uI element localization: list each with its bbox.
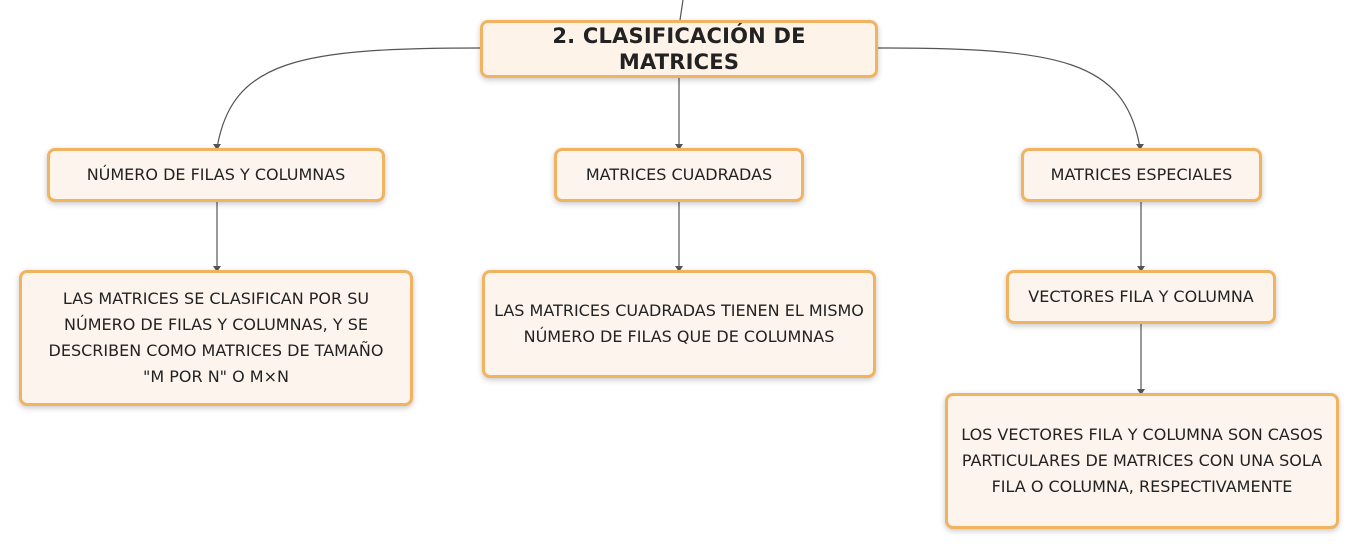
branch-node-numero-filas-columnas[interactable]: NÚMERO DE FILAS Y COLUMNAS	[47, 148, 385, 202]
arrowhead-branch-1	[213, 144, 221, 150]
arrowhead-branch-2	[675, 144, 683, 150]
branch-node-label: NÚMERO DE FILAS Y COLUMNAS	[86, 165, 346, 184]
detail-node-numero-filas-columnas[interactable]: LAS MATRICES SE CLASIFICAN POR SU NÚMERO…	[19, 270, 413, 406]
branch-node-label: MATRICES CUADRADAS	[585, 165, 773, 184]
detail-node-text: LOS VECTORES FILA Y COLUMNA SON CASOS PA…	[961, 425, 1323, 496]
arrowhead-detail-2	[675, 266, 683, 272]
root-node-label: 2. CLASIFICACIÓN DE MATRICES	[552, 24, 806, 74]
branch-node-matrices-especiales[interactable]: MATRICES ESPECIALES	[1021, 148, 1262, 202]
branch-node-matrices-cuadradas[interactable]: MATRICES CUADRADAS	[554, 148, 804, 202]
detail-node-text: LAS MATRICES SE CLASIFICAN POR SU NÚMERO…	[48, 289, 384, 386]
arrowhead-child-3	[1137, 266, 1145, 272]
child-node-label: VECTORES FILA Y COLUMNA	[1028, 287, 1254, 306]
connector-root-to-branch-1	[216, 47, 481, 149]
detail-node-text: LAS MATRICES CUADRADAS TIENEN EL MISMO N…	[494, 301, 864, 346]
child-node-vectores-fila-columna[interactable]: VECTORES FILA Y COLUMNA	[1006, 270, 1276, 324]
arrowhead-detail-1	[213, 266, 221, 272]
connector-root-to-branch-3	[877, 47, 1141, 149]
connector-incoming	[679, 0, 684, 21]
arrowhead-branch-3	[1136, 144, 1144, 150]
detail-node-matrices-cuadradas[interactable]: LAS MATRICES CUADRADAS TIENEN EL MISMO N…	[482, 270, 876, 378]
arrowhead-child-detail	[1137, 389, 1145, 395]
detail-node-vectores-fila-columna[interactable]: LOS VECTORES FILA Y COLUMNA SON CASOS PA…	[945, 393, 1339, 529]
root-node[interactable]: 2. CLASIFICACIÓN DE MATRICES	[480, 20, 878, 78]
branch-node-label: MATRICES ESPECIALES	[1050, 165, 1233, 184]
